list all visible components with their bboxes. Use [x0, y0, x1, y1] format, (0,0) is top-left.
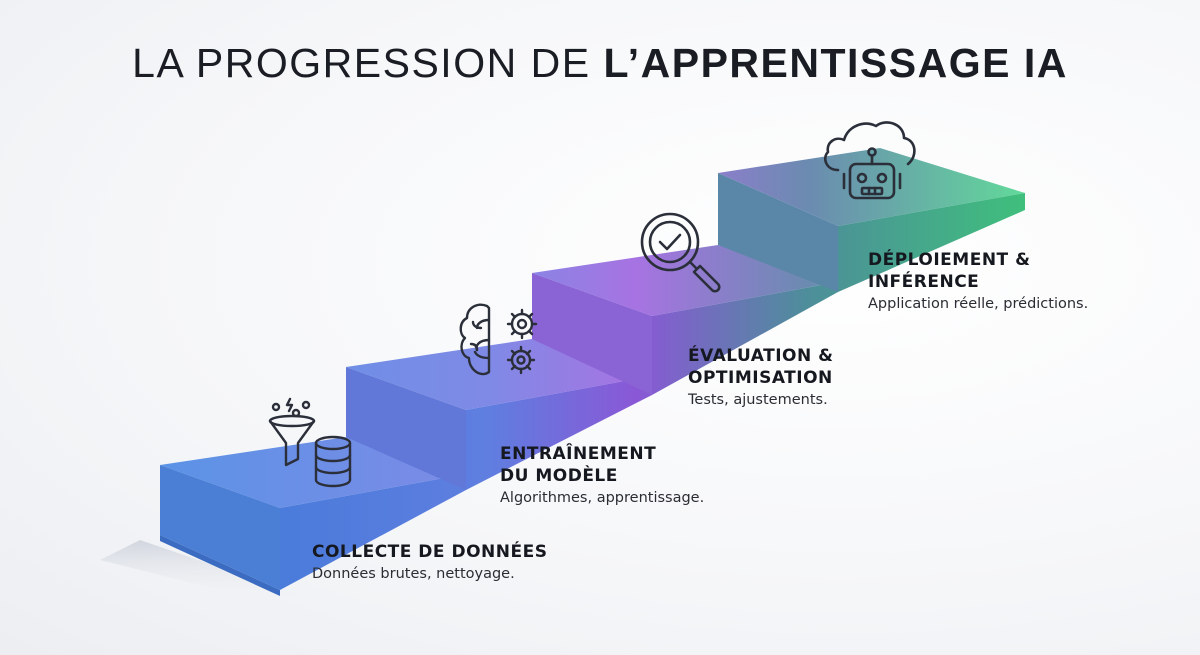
step-2-side	[346, 367, 466, 490]
step-1-front-base	[160, 535, 280, 596]
step-3-top	[532, 245, 838, 316]
cloud-robot-icon	[820, 112, 920, 210]
step-1-text: COLLECTE DE DONNÉES Données brutes, nett…	[312, 541, 547, 582]
step-1-side	[160, 465, 280, 590]
step-3-title: ÉVALUATION & OPTIMISATION	[688, 346, 834, 388]
step-3-text: ÉVALUATION & OPTIMISATION Tests, ajustem…	[688, 345, 833, 408]
step-3-side	[532, 273, 652, 395]
magnifier-check-icon	[632, 210, 727, 302]
stairs-shadow	[100, 540, 300, 600]
step-4-description: Application réelle, prédictions.	[868, 296, 1089, 312]
step-4-side	[718, 173, 838, 292]
step-1-description: Données brutes, nettoyage.	[312, 566, 515, 582]
step-4-title: DÉPLOIEMENT & INFÉRENCE	[868, 250, 1031, 292]
step-2-text: ENTRAÎNEMENT DU MODÈLE Algorithmes, appr…	[500, 443, 704, 506]
step-1-front	[280, 474, 466, 590]
title-part-light: LA PROGRESSION DE	[132, 40, 604, 86]
step-2-title: ENTRAÎNEMENT DU MODÈLE	[500, 444, 657, 486]
brain-gears-icon	[455, 298, 550, 388]
step-2-front	[466, 376, 652, 490]
title-part-bold: L’APPRENTISSAGE IA	[603, 40, 1068, 86]
page-title: LA PROGRESSION DE L’APPRENTISSAGE IA	[0, 40, 1200, 87]
step-2-description: Algorithmes, apprentissage.	[500, 490, 705, 506]
step-4-front	[838, 193, 1025, 292]
step-1-title: COLLECTE DE DONNÉES	[312, 542, 548, 562]
step-3-front	[652, 282, 838, 395]
step-3-description: Tests, ajustements.	[688, 392, 828, 408]
funnel-database-icon	[262, 395, 357, 490]
step-4-text: DÉPLOIEMENT & INFÉRENCE Application réel…	[868, 249, 1088, 312]
